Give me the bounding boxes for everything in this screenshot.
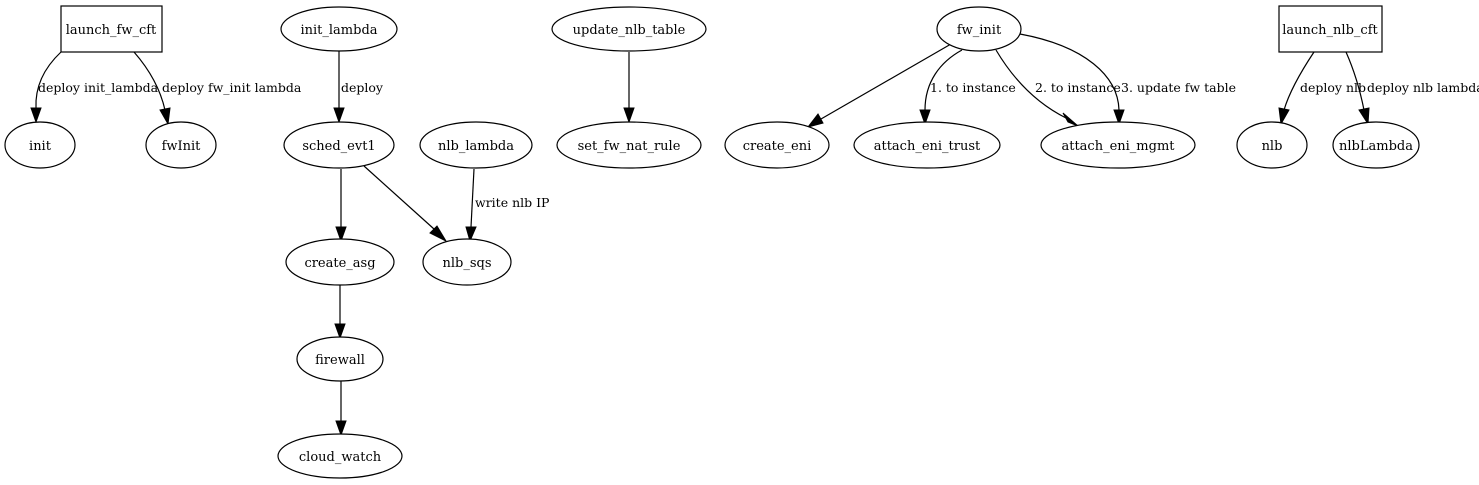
edge-label-write-nlb-ip: write nlb IP xyxy=(475,195,549,210)
node-label-init-lambda: init_lambda xyxy=(300,23,377,38)
node-label-nlb-sqs: nlb_sqs xyxy=(442,256,491,271)
node-label-attach-eni-mgmt: attach_eni_mgmt xyxy=(1061,139,1175,154)
node-label-fw-init: fw_init xyxy=(957,23,1002,38)
node-launch-fw-cft: launch_fw_cft xyxy=(60,5,163,53)
edge-sched-evt1-to-nlb-sqs xyxy=(363,165,448,243)
node-set-fw-nat-rule: set_fw_nat_rule xyxy=(556,121,702,169)
node-label-launch-nlb-cft: launch_nlb_cft xyxy=(1282,23,1378,38)
node-label-launch-fw-cft: launch_fw_cft xyxy=(66,23,157,38)
edge-launch-nlb-cft-to-nlb: deploy nlb xyxy=(1278,51,1366,126)
node-update-nlb-table: update_nlb_table xyxy=(551,6,707,52)
edge-label-2-to-instance: 2. to instance xyxy=(1035,80,1121,95)
node-init: init xyxy=(4,121,76,169)
node-label-fwinit: fwInit xyxy=(162,139,202,154)
node-firewall: firewall xyxy=(296,336,384,382)
node-label-attach-eni-trust: attach_eni_trust xyxy=(874,139,981,154)
node-launch-nlb-cft: launch_nlb_cft xyxy=(1278,5,1383,53)
edge-label-3-update-fw-table: 3. update fw table xyxy=(1121,80,1236,95)
edge-fw-init-to-attach-eni-mgmt-to-instance: 2. to instance xyxy=(995,49,1121,127)
edge-label-deploy-init-lambda: deploy init_lambda xyxy=(38,80,159,95)
node-label-update-nlb-table: update_nlb_table xyxy=(573,23,686,38)
edge-fw-init-to-create-eni xyxy=(806,43,952,128)
edge-launch-fw-cft-to-init: deploy init_lambda xyxy=(30,51,159,124)
edge-firewall-to-cloud-watch xyxy=(335,380,347,437)
node-label-nlb-lambda: nlb_lambda xyxy=(438,139,514,154)
edge-launch-nlb-cft-to-nlblambda: deploy nlb lambda xyxy=(1345,51,1479,126)
edge-create-asg-to-firewall xyxy=(334,285,346,340)
edge-init-lambda-to-sched-evt1: deploy xyxy=(333,48,384,124)
edge-label-deploy-nlb: deploy nlb xyxy=(1300,80,1366,95)
edge-fw-init-to-attach-eni-mgmt-update: 3. update fw table xyxy=(1019,33,1236,126)
node-label-firewall: firewall xyxy=(315,353,365,368)
edge-sched-evt1-to-create-asg xyxy=(335,169,347,243)
node-cloud-watch: cloud_watch xyxy=(277,433,403,479)
edge-nlb-lambda-to-nlb-sqs: write nlb IP xyxy=(465,168,549,243)
node-sched-evt1: sched_evt1 xyxy=(283,121,395,169)
node-label-init: init xyxy=(29,139,52,154)
edge-update-nlb-table-to-set-fw-nat-rule xyxy=(623,52,635,124)
node-label-nlblambda: nlbLambda xyxy=(1339,139,1413,154)
node-create-eni: create_eni xyxy=(724,121,830,169)
node-attach-eni-mgmt: attach_eni_mgmt xyxy=(1040,121,1196,169)
node-nlb-lambda: nlb_lambda xyxy=(419,121,533,169)
edge-fw-init-to-attach-eni-trust: 1. to instance xyxy=(919,49,1016,126)
edge-label-deploy: deploy xyxy=(341,80,384,95)
node-attach-eni-trust: attach_eni_trust xyxy=(853,121,1001,169)
edge-launch-fw-cft-to-fwinit: deploy fw_init lambda xyxy=(133,51,302,126)
node-label-sched-evt1: sched_evt1 xyxy=(302,139,375,154)
node-label-cloud-watch: cloud_watch xyxy=(299,450,382,465)
node-nlb-sqs: nlb_sqs xyxy=(422,238,512,286)
node-fwinit: fwInit xyxy=(145,121,217,169)
node-label-set-fw-nat-rule: set_fw_nat_rule xyxy=(578,139,681,154)
edge-label-deploy-fw-init-lambda: deploy fw_init lambda xyxy=(162,80,302,95)
node-create-asg: create_asg xyxy=(285,238,395,286)
node-label-create-eni: create_eni xyxy=(743,139,812,154)
edge-label-1-to-instance: 1. to instance xyxy=(930,80,1016,95)
node-nlblambda: nlbLambda xyxy=(1332,121,1420,169)
node-init-lambda: init_lambda xyxy=(280,6,398,52)
node-fw-init: fw_init xyxy=(936,6,1022,52)
node-label-nlb: nlb xyxy=(1262,139,1283,154)
node-nlb: nlb xyxy=(1236,121,1308,169)
edge-label-deploy-nlb-lambda: deploy nlb lambda xyxy=(1367,80,1479,95)
node-label-create-asg: create_asg xyxy=(304,256,375,271)
